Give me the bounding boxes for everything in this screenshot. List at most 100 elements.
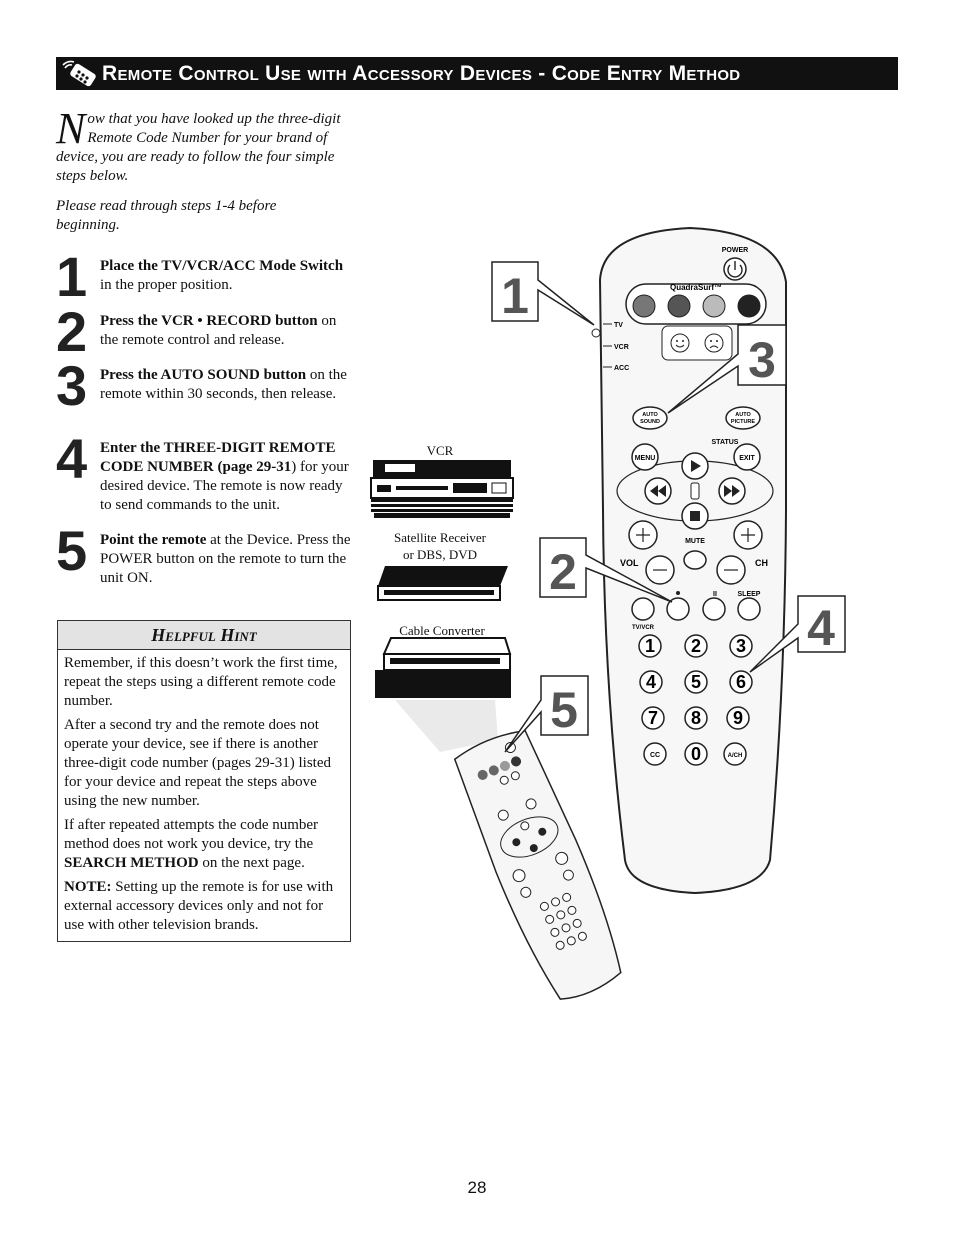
digit-6-button[interactable]	[729, 670, 753, 694]
digit-1-button[interactable]	[638, 634, 662, 658]
quadrasurf-button-2[interactable]	[667, 294, 691, 318]
quadrasurf-button-4[interactable]	[737, 294, 761, 318]
digit-2-button[interactable]	[684, 634, 708, 658]
drop-cap: N	[56, 104, 86, 153]
fast-forward-icon	[724, 485, 732, 497]
section-header: Remote Control Use with Accessory Device…	[56, 57, 898, 90]
step-number: 4	[56, 427, 88, 490]
digit-3-button[interactable]	[729, 634, 753, 658]
small-remote-illustration	[453, 729, 622, 1000]
digit-8-button[interactable]	[684, 706, 708, 730]
quadrasurf-button-3[interactable]	[702, 294, 726, 318]
step-text: Point the remote at the Device. Press th…	[100, 532, 351, 586]
power-label: POWER	[722, 247, 748, 254]
callout-number: 5	[550, 682, 578, 738]
plus-icon	[741, 528, 755, 542]
page-title: Remote Control Use with Accessory Device…	[102, 61, 741, 85]
mode-vcr-label: VCR	[614, 344, 629, 351]
hint-paragraph: If after repeated attempts the code numb…	[64, 817, 319, 871]
callout-3: 3	[667, 324, 787, 414]
step-number: 2	[56, 300, 88, 363]
step-number: 5	[56, 519, 88, 582]
auto-picture-label: PICTURE	[731, 419, 755, 425]
frown-button[interactable]	[704, 333, 724, 353]
digit-7-button[interactable]	[641, 706, 665, 730]
ch-label: CH	[755, 558, 768, 568]
callout-number: 3	[748, 332, 776, 388]
exit-button[interactable]	[733, 443, 761, 471]
cc-button[interactable]	[643, 742, 667, 766]
cable-converter-illustration	[375, 637, 512, 698]
step-text: Enter the THREE-DIGIT REMOTE CODE NUMBER…	[100, 440, 349, 513]
digit-0-button[interactable]	[684, 742, 708, 766]
hint-paragraph: After a second try and the remote does n…	[64, 717, 331, 809]
callout-4: 4	[749, 595, 846, 673]
status-label: STATUS	[712, 439, 739, 446]
digit-label: 2	[691, 636, 701, 656]
callout-number: 4	[807, 600, 835, 656]
quadrasurf-label: QuadraSurf™	[670, 283, 722, 292]
hint-note: NOTE: Setting up the remote is for use w…	[64, 879, 334, 933]
satellite-receiver-illustration	[377, 566, 508, 601]
intro-text: ow that you have looked up the three-dig…	[56, 111, 341, 184]
digit-label: 9	[733, 708, 743, 728]
mode-acc-label: ACC	[614, 365, 629, 372]
digit-9-button[interactable]	[726, 706, 750, 730]
rewind-icon	[650, 485, 658, 497]
tv-vcr-button[interactable]	[631, 597, 655, 621]
auto-sound-button[interactable]	[632, 406, 668, 430]
ach-button[interactable]	[723, 742, 747, 766]
smiley-button[interactable]	[670, 333, 690, 353]
digit-4-button[interactable]	[639, 670, 663, 694]
digit-label: 3	[736, 636, 746, 656]
pause-button[interactable]	[702, 597, 726, 621]
exit-label: EXIT	[739, 455, 755, 462]
power-icon	[727, 264, 743, 278]
step-number: 1	[56, 245, 88, 308]
digit-label: 0	[691, 744, 701, 764]
auto-sound-label: AUTO	[642, 412, 658, 418]
center-button[interactable]	[690, 482, 700, 500]
hint-body: Remember, if this doesn’t work the first…	[58, 650, 350, 935]
auto-picture-label: AUTO	[735, 412, 751, 418]
page-number: 28	[467, 1178, 487, 1197]
hint-paragraph: Remember, if this doesn’t work the first…	[64, 655, 338, 709]
plus-icon	[636, 528, 650, 542]
sleep-label: SLEEP	[738, 591, 761, 598]
record-icon	[676, 591, 680, 595]
auto-picture-button[interactable]	[725, 406, 761, 430]
vol-label: VOL	[620, 558, 639, 568]
vcr-record-button[interactable]	[666, 597, 690, 621]
digit-label: 8	[691, 708, 701, 728]
mode-switch[interactable]	[591, 328, 601, 338]
number-keypad: 1 2 3 4 5 6 7 8 9 0	[638, 634, 753, 766]
play-icon	[691, 460, 701, 472]
mode-tv-label: TV	[614, 322, 623, 329]
intro-note: Please read through steps 1-4 before beg…	[56, 198, 277, 233]
digit-label: 4	[646, 672, 656, 692]
digit-label: 1	[645, 636, 655, 656]
intro-paragraph: N ow that you have looked up the three-d…	[56, 104, 341, 186]
digit-5-button[interactable]	[684, 670, 708, 694]
large-remote: POWER QuadraSurf™ TV VCR ACC AUTO SOUND …	[591, 226, 787, 895]
vcr-illustration	[370, 460, 514, 518]
callout-1: 1	[491, 261, 595, 326]
sleep-button[interactable]	[737, 597, 761, 621]
stop-icon	[690, 511, 700, 521]
menu-label: MENU	[635, 455, 656, 462]
quadrasurf-button-1[interactable]	[632, 294, 656, 318]
step-text: Place the TV/VCR/ACC Mode Switch in the …	[100, 258, 344, 293]
digit-label: 6	[736, 672, 746, 692]
helpful-hint-box: Helpful Hint Remember, if this doesn’t w…	[57, 620, 351, 942]
vcr-label: VCR	[426, 443, 454, 458]
callout-5: 5	[504, 675, 589, 753]
callout-number: 2	[549, 544, 577, 600]
menu-button[interactable]	[631, 443, 659, 471]
mute-label: MUTE	[685, 538, 705, 545]
step-text: Press the AUTO SOUND button on the remot…	[100, 367, 347, 402]
step-number: 3	[56, 354, 88, 417]
mute-button[interactable]	[683, 550, 707, 570]
cc-label: CC	[650, 752, 660, 759]
callout-2: 2	[539, 537, 673, 603]
remote-icon	[56, 57, 102, 90]
